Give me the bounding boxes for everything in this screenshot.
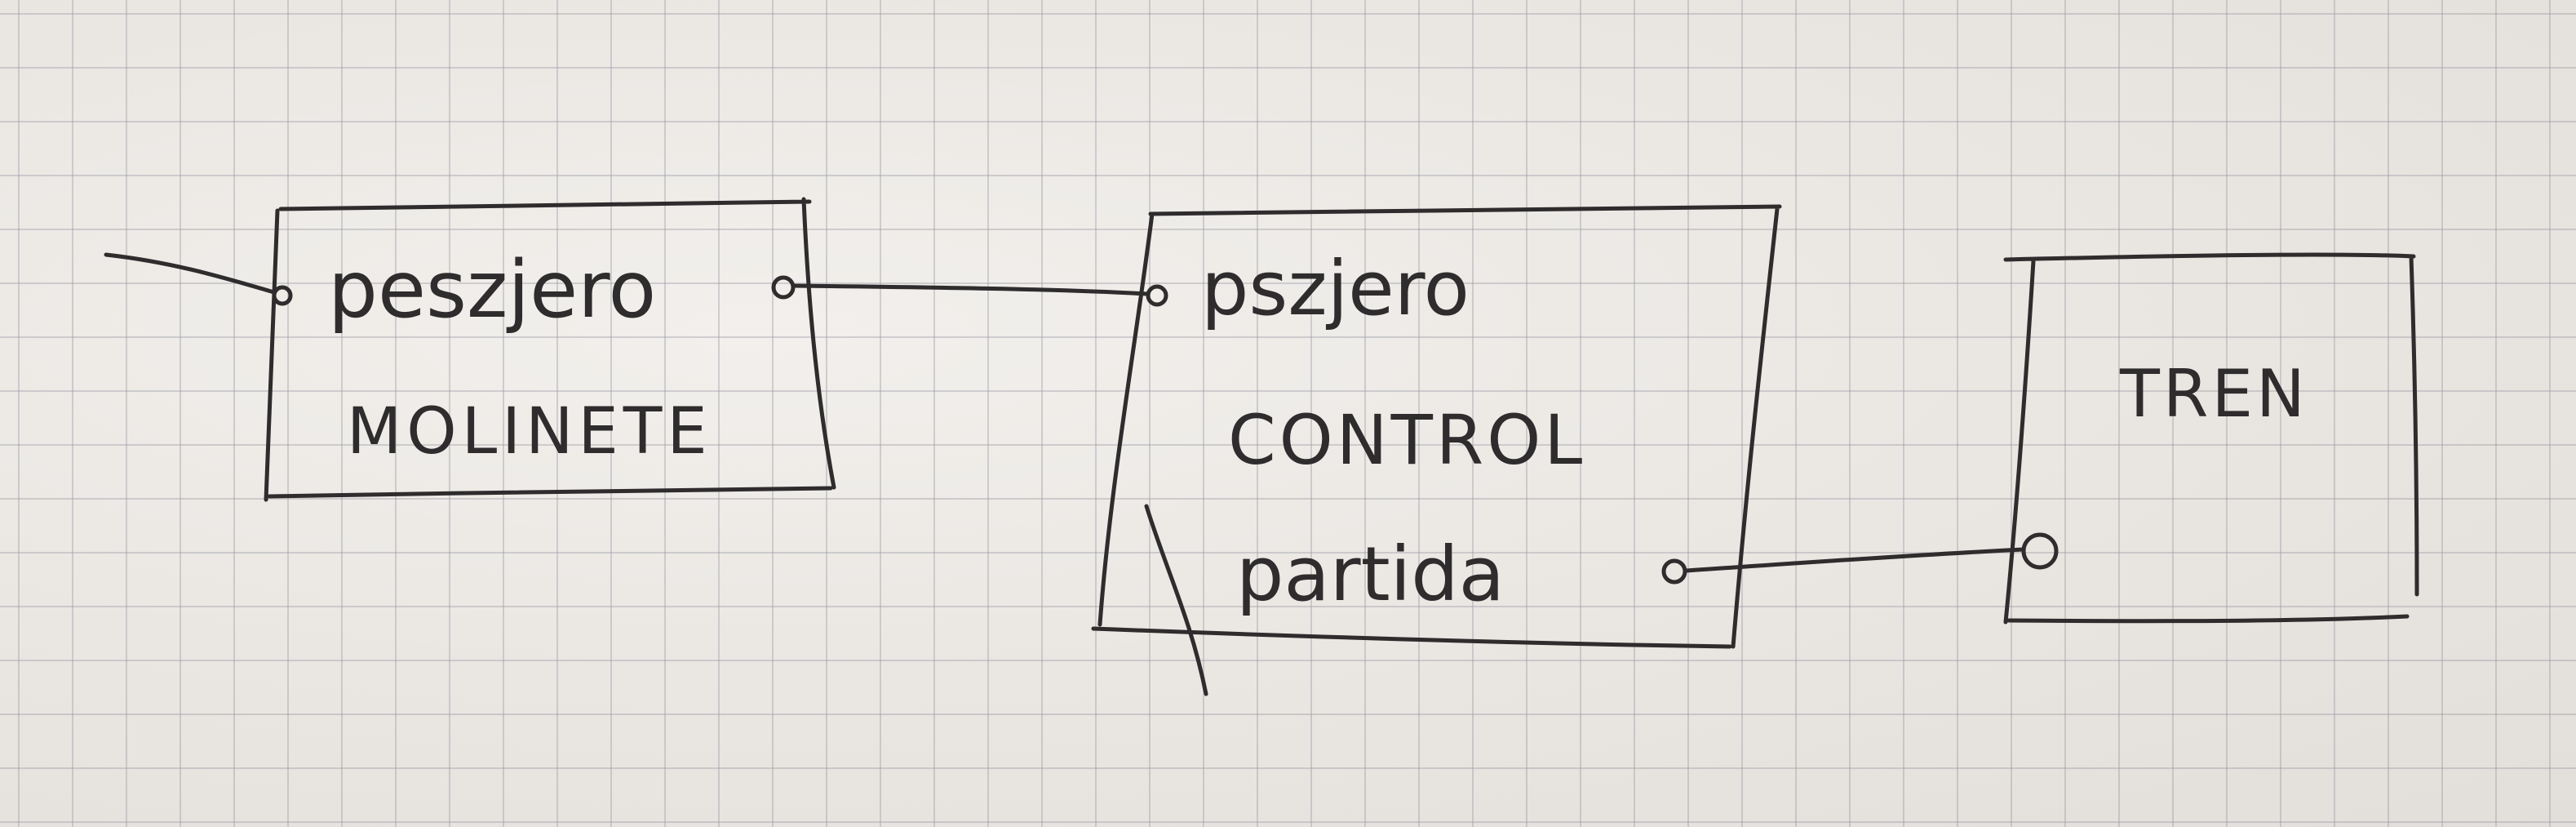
block-molinete-border	[264, 197, 836, 502]
block-control-stroke-mark	[1144, 504, 1208, 696]
block-molinete-input-port	[272, 285, 293, 306]
connection-control-to-tren	[1683, 547, 2026, 573]
block-tren-input-port	[2021, 532, 2059, 570]
block-control-input-label: pszjero	[1201, 245, 1470, 332]
block-control-name: CONTROL	[1228, 400, 1585, 480]
block-molinete-input-label: peszjero	[328, 244, 656, 336]
block-control: pszjero CONTROL partida	[1091, 204, 1782, 696]
block-molinete: peszjero MOLINETE	[264, 197, 836, 502]
block-control-border	[1091, 204, 1782, 649]
block-control-output-port	[1661, 558, 1687, 585]
block-control-output-label: partida	[1236, 531, 1505, 618]
block-molinete-name: MOLINETE	[347, 395, 712, 469]
connection-external-input	[104, 252, 277, 295]
block-tren-name: TREN	[2119, 356, 2308, 432]
block-molinete-output-port	[771, 275, 796, 300]
block-control-input-port	[1146, 284, 1168, 307]
block-tren-border	[2003, 252, 2419, 625]
block-tren: TREN	[2003, 252, 2419, 625]
connection-molinete-to-control	[791, 283, 1150, 296]
